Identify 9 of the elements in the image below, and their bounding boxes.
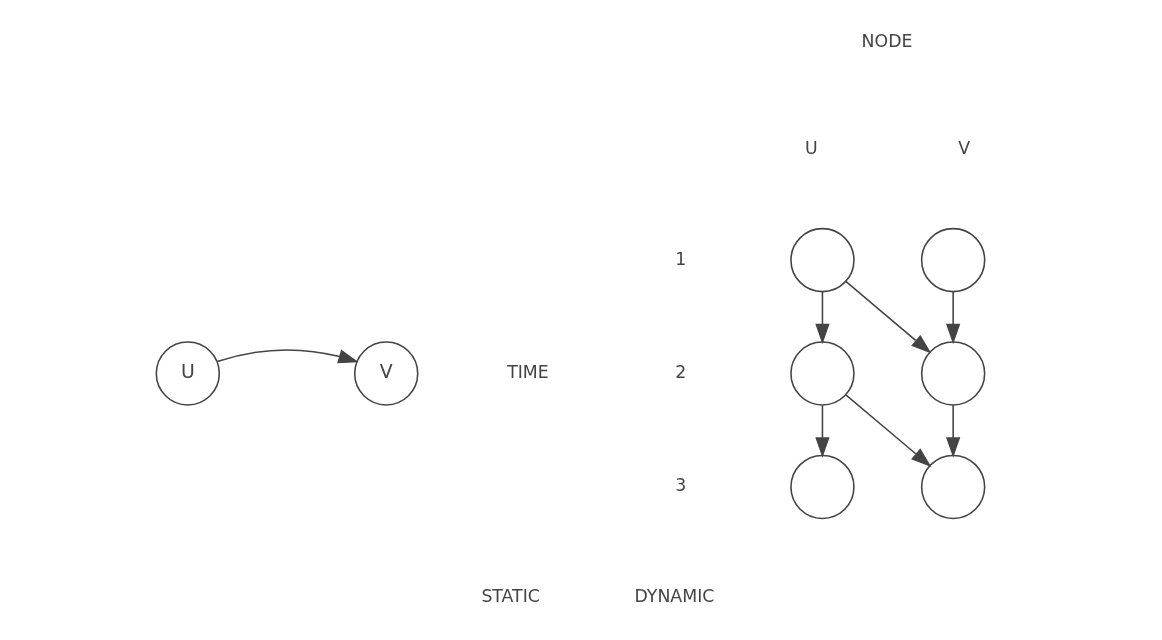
label: STATIC [480, 585, 540, 606]
label: U [804, 138, 818, 159]
label: DYNAMIC [633, 585, 714, 606]
label: 3 [674, 475, 686, 496]
label: 2 [674, 361, 686, 382]
label: NODE [861, 31, 912, 52]
label: 1 [674, 248, 686, 269]
label: V [957, 138, 970, 159]
label: TIME [506, 361, 549, 382]
